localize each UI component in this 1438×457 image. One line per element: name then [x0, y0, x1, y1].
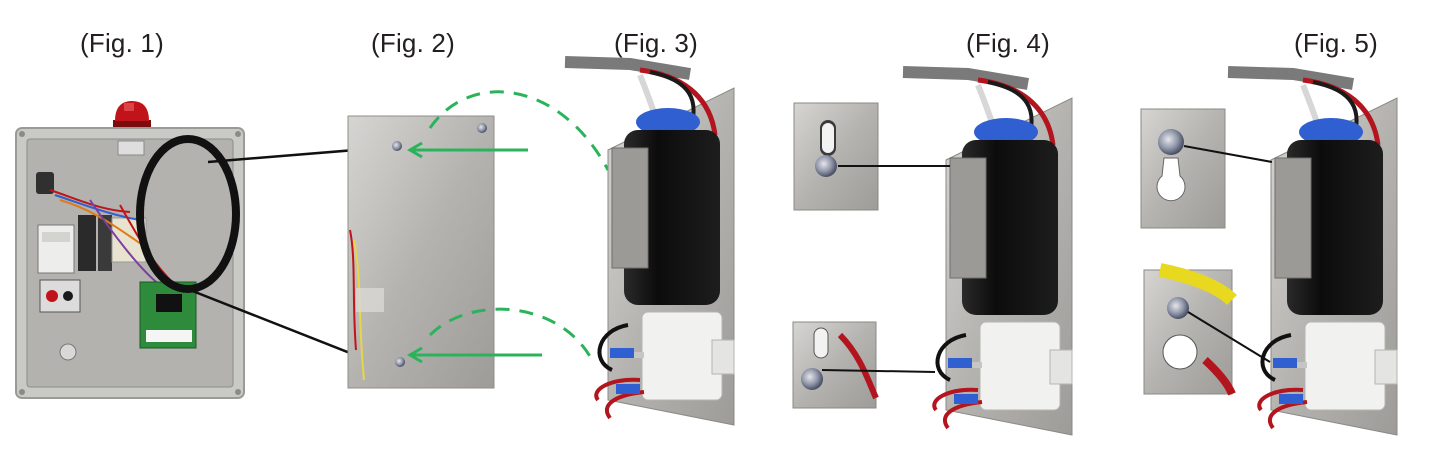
fig-4-inset-bottom [792, 321, 879, 409]
fig-1-label: (Fig. 1) [80, 28, 164, 58]
alarm-light-icon [113, 101, 151, 130]
transformer-assembly [564, 56, 735, 426]
fig-4-transformer [903, 72, 1072, 435]
top-screw [392, 141, 402, 151]
fig-5-inset-top [1140, 108, 1226, 229]
fig-2-label: (Fig. 2) [371, 28, 455, 58]
fig-5-transformer [1228, 72, 1397, 435]
fig-4-inset-top [793, 102, 879, 211]
fig-3-label: (Fig. 3) [614, 28, 698, 58]
steel-plate [347, 115, 495, 389]
highlight-oval [136, 135, 240, 293]
fig-5-label: (Fig. 5) [1294, 28, 1378, 58]
bottom-screw [395, 357, 405, 367]
arrow-icon [407, 90, 610, 364]
fig-5-inset-bottom [1143, 263, 1237, 396]
fig-1-control-panel [15, 101, 245, 399]
fig-2-mounting-plate [347, 115, 495, 389]
fig-4-label: (Fig. 4) [966, 28, 1050, 58]
